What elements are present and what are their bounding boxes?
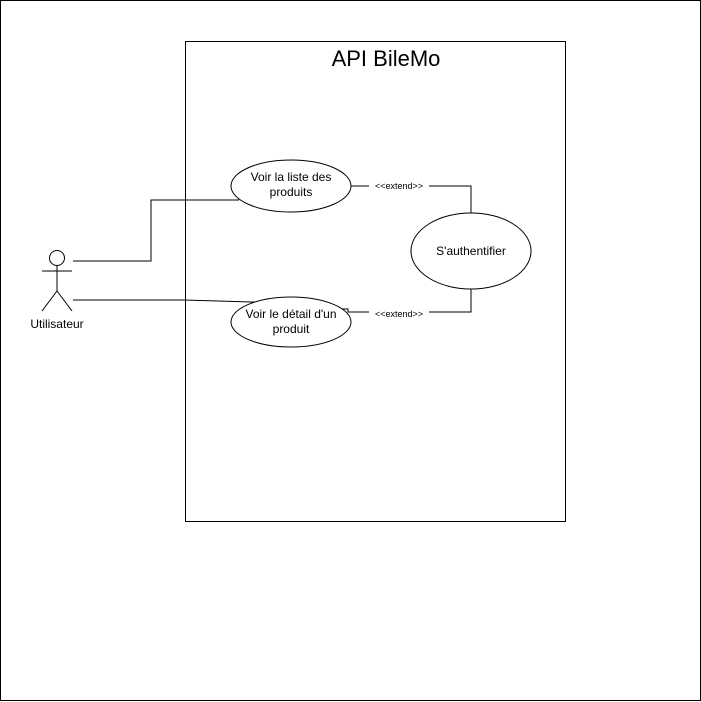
use-case-detail-line2: produit [273, 322, 310, 336]
actor-head [49, 250, 65, 266]
extend-line-detail [341, 289, 472, 313]
use-case-detail[interactable]: Voir le détail d'un produit [230, 296, 352, 348]
use-case-liste[interactable]: Voir la liste des produits [230, 159, 352, 213]
association-actor-liste [73, 199, 239, 262]
use-case-liste-line1: Voir la liste des [251, 170, 332, 184]
actor-figure[interactable] [41, 250, 73, 312]
use-case-auth[interactable]: S'authentifier [410, 212, 532, 290]
system-boundary [185, 41, 566, 522]
use-case-liste-line2: produits [270, 185, 313, 199]
actor-left-leg [41, 290, 58, 312]
actor-right-leg [56, 290, 73, 312]
extend-label-detail: <<extend>> [375, 309, 423, 319]
actor-label: Utilisateur [30, 317, 83, 331]
use-case-auth-label: S'authentifier [436, 244, 506, 258]
extend-label-liste: <<extend>> [375, 181, 423, 191]
system-title: API BileMo [332, 46, 441, 71]
use-case-detail-line1: Voir le détail d'un [245, 307, 336, 321]
